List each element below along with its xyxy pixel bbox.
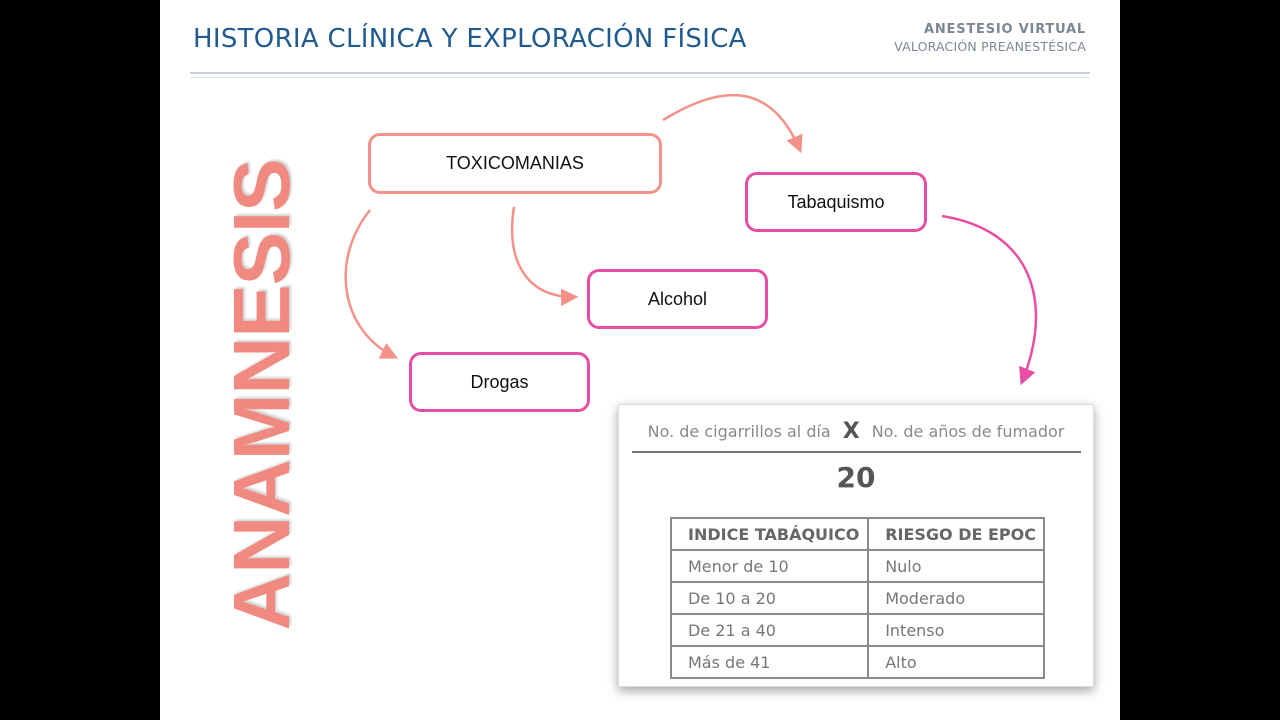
header-divider: [190, 72, 1090, 74]
formula-multiply-sign: X: [842, 419, 860, 444]
header-divider-thin: [190, 77, 1090, 78]
node-tabaquismo: Tabaquismo: [745, 172, 927, 232]
table-cell: Más de 41: [669, 645, 870, 679]
table-cell: Moderado: [867, 581, 1045, 615]
table-cell: Menor de 10: [669, 549, 870, 583]
arrow-to-tabaquismo: [662, 93, 803, 154]
formula-cigarettes-per-day: No. de cigarrillos al día: [647, 422, 831, 441]
table-row: Menor de 10 Nulo: [669, 549, 1045, 583]
table-cell: Nulo: [867, 549, 1045, 583]
node-alcohol: Alcohol: [587, 269, 768, 329]
fraction-line: [632, 451, 1081, 453]
node-toxicomanias: TOXICOMANIAS: [368, 133, 662, 194]
formula-divisor: 20: [836, 461, 876, 494]
smoking-index-panel: No. de cigarrillos al día X No. de años …: [618, 404, 1094, 687]
arrow-to-alcohol: [510, 206, 579, 307]
arrow-to-index-panel: [941, 214, 1038, 386]
table-header-row: INDICE TABÁQUICO RIESGO DE EPOC: [669, 517, 1045, 551]
index-formula: No. de cigarrillos al día X No. de años …: [619, 419, 1093, 444]
table-cell: Intenso: [867, 613, 1045, 647]
table-cell: De 21 a 40: [669, 613, 870, 647]
table-row: De 10 a 20 Moderado: [669, 581, 1045, 615]
formula-years-smoking: No. de años de fumador: [871, 422, 1065, 441]
header-epoc-risk: RIESGO DE EPOC: [867, 517, 1045, 551]
table-row: Más de 41 Alto: [669, 645, 1045, 679]
arrow-to-drogas: [344, 209, 399, 359]
brand-subtitle: VALORACIÓN PREANESTÉSICA: [894, 39, 1086, 54]
slide: HISTORIA CLÍNICA Y EXPLORACIÓN FÍSICA AN…: [160, 0, 1120, 720]
brand-name: ANESTESIO VIRTUAL: [923, 22, 1086, 37]
page-title: HISTORIA CLÍNICA Y EXPLORACIÓN FÍSICA: [193, 24, 747, 54]
flow-arrows: [344, 93, 1038, 386]
table-row: De 21 a 40 Intenso: [669, 613, 1045, 647]
table-cell: Alto: [867, 645, 1045, 679]
table-cell: De 10 a 20: [669, 581, 870, 615]
header-smoking-index: INDICE TABÁQUICO: [669, 517, 870, 551]
brand-block: ANESTESIO VIRTUAL VALORACIÓN PREANESTÉSI…: [894, 22, 1086, 54]
epoc-risk-table: INDICE TABÁQUICO RIESGO DE EPOC Menor de…: [669, 517, 1045, 679]
node-drogas: Drogas: [409, 352, 590, 412]
